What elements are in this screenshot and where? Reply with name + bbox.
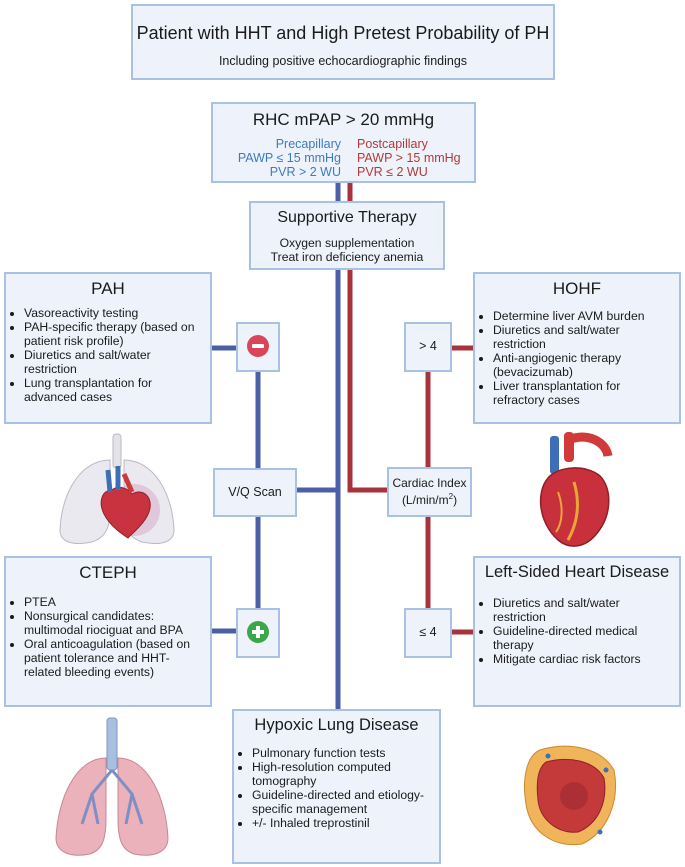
hypoxic-item: Pulmonary function tests [252,746,431,760]
cardiac-index-unit-close: ) [453,493,458,507]
hohf-title: HOHF [552,279,602,298]
positive-result-box [236,608,280,658]
postcapillary-pawp: PAWP > 15 mmHg [357,151,461,165]
minus-circle-icon [247,335,269,357]
postcapillary-criteria: Postcapillary PAWP > 15 mmHg PVR ≤ 2 WU [357,137,477,179]
supportive-item: Treat iron deficiency anemia [270,250,424,264]
lshd-item: Diuretics and salt/water restriction [493,596,671,624]
supportive-title: Supportive Therapy [277,209,417,226]
top-title: Patient with HHT and High Pretest Probab… [136,23,550,43]
cardiac-index-unit: (L/min/m2) [389,492,470,507]
cardiac-index-unit-sup: 2 [448,492,454,501]
ci-greater-than-4-box: > 4 [404,322,452,372]
pah-list: Vasoreactivity testing PAH-specific ther… [6,306,210,404]
lshd-item: Guideline-directed medical therapy [493,624,671,652]
pah-box: PAH Vasoreactivity testing PAH-specific … [4,272,212,424]
lshd-item: Mitigate cardiac risk factors [493,652,671,666]
lshd-title: Left-Sided Heart Disease [484,563,670,581]
precapillary-label: Precapillary [275,137,341,151]
plus-circle-icon [247,621,269,643]
lungs-with-heart-illustration [59,433,175,544]
lungs-illustration [55,717,169,856]
cteph-list: PTEA Nonsurgical candidates: multimodal … [6,595,210,679]
precapillary-pvr: PVR > 2 WU [269,165,341,179]
pah-item: Lung transplantation for advanced cases [24,376,202,404]
rhc-title: RHC mPAP > 20 mmHg [252,110,435,129]
ci-less-equal-4-box: ≤ 4 [404,608,452,658]
heart-illustration [539,432,613,547]
hohf-item: Liver transplantation for refractory cas… [493,379,671,407]
cteph-item: Nonsurgical candidates: multimodal rioci… [24,609,202,637]
hypoxic-lung-disease-box: Hypoxic Lung Disease Pulmonary function … [232,709,441,864]
supportive-item: Oxygen supplementation [279,236,415,250]
heart-cross-section-illustration [524,745,616,846]
hypoxic-item: Guideline-directed and etiology-specific… [252,788,431,816]
rhc-box: RHC mPAP > 20 mmHg Precapillary PAWP ≤ 1… [211,102,476,183]
cteph-item: Oral anticoagulation (based on patient t… [24,637,202,679]
hohf-list: Determine liver AVM burden Diuretics and… [475,309,679,407]
hohf-item: Diuretics and salt/water restriction [493,323,671,351]
cteph-title: CTEPH [79,563,137,582]
hypoxic-item: High-resolution computed tomography [252,760,431,788]
postcapillary-pvr: PVR ≤ 2 WU [357,165,428,179]
precapillary-criteria: Precapillary PAWP ≤ 15 mmHg PVR > 2 WU [227,137,341,179]
ci-less-equal-4-label: ≤ 4 [419,625,437,639]
lshd-list: Diuretics and salt/water restriction Gui… [475,596,679,666]
pah-item: Diuretics and salt/water restriction [24,348,202,376]
cardiac-index-box: Cardiac Index (L/min/m2) [387,467,472,517]
cteph-box: CTEPH PTEA Nonsurgical candidates: multi… [4,556,212,707]
cteph-item: PTEA [24,595,202,609]
top-subtitle: Including positive echocardiographic fin… [218,54,468,68]
pah-item: PAH-specific therapy (based on patient r… [24,320,202,348]
hohf-box: HOHF Determine liver AVM burden Diuretic… [473,272,681,424]
hypoxic-item: +/- Inhaled treprostinil [252,816,431,830]
precapillary-pawp: PAWP ≤ 15 mmHg [237,151,341,165]
pah-item: Vasoreactivity testing [24,306,202,320]
supportive-therapy-box: Supportive Therapy Oxygen supplementatio… [249,201,445,270]
vq-scan-label: V/Q Scan [228,485,282,499]
vq-scan-box: V/Q Scan [213,468,297,517]
cardiac-index-label: Cardiac Index [392,476,467,490]
hohf-item: Determine liver AVM burden [493,309,671,323]
red-path-to-ci [347,183,387,493]
top-box: Patient with HHT and High Pretest Probab… [131,4,555,80]
hypoxic-list: Pulmonary function tests High-resolution… [234,746,439,830]
hohf-item: Anti-angiogenic therapy (bevacizumab) [493,351,671,379]
postcapillary-label: Postcapillary [357,137,428,151]
negative-result-box [236,322,280,372]
left-sided-heart-disease-box: Left-Sided Heart Disease Diuretics and s… [473,556,681,707]
cardiac-index-unit-text: (L/min/m [401,493,449,507]
ci-greater-than-4-label: > 4 [419,339,437,353]
hypoxic-title: Hypoxic Lung Disease [254,716,419,734]
pah-title: PAH [91,279,125,298]
